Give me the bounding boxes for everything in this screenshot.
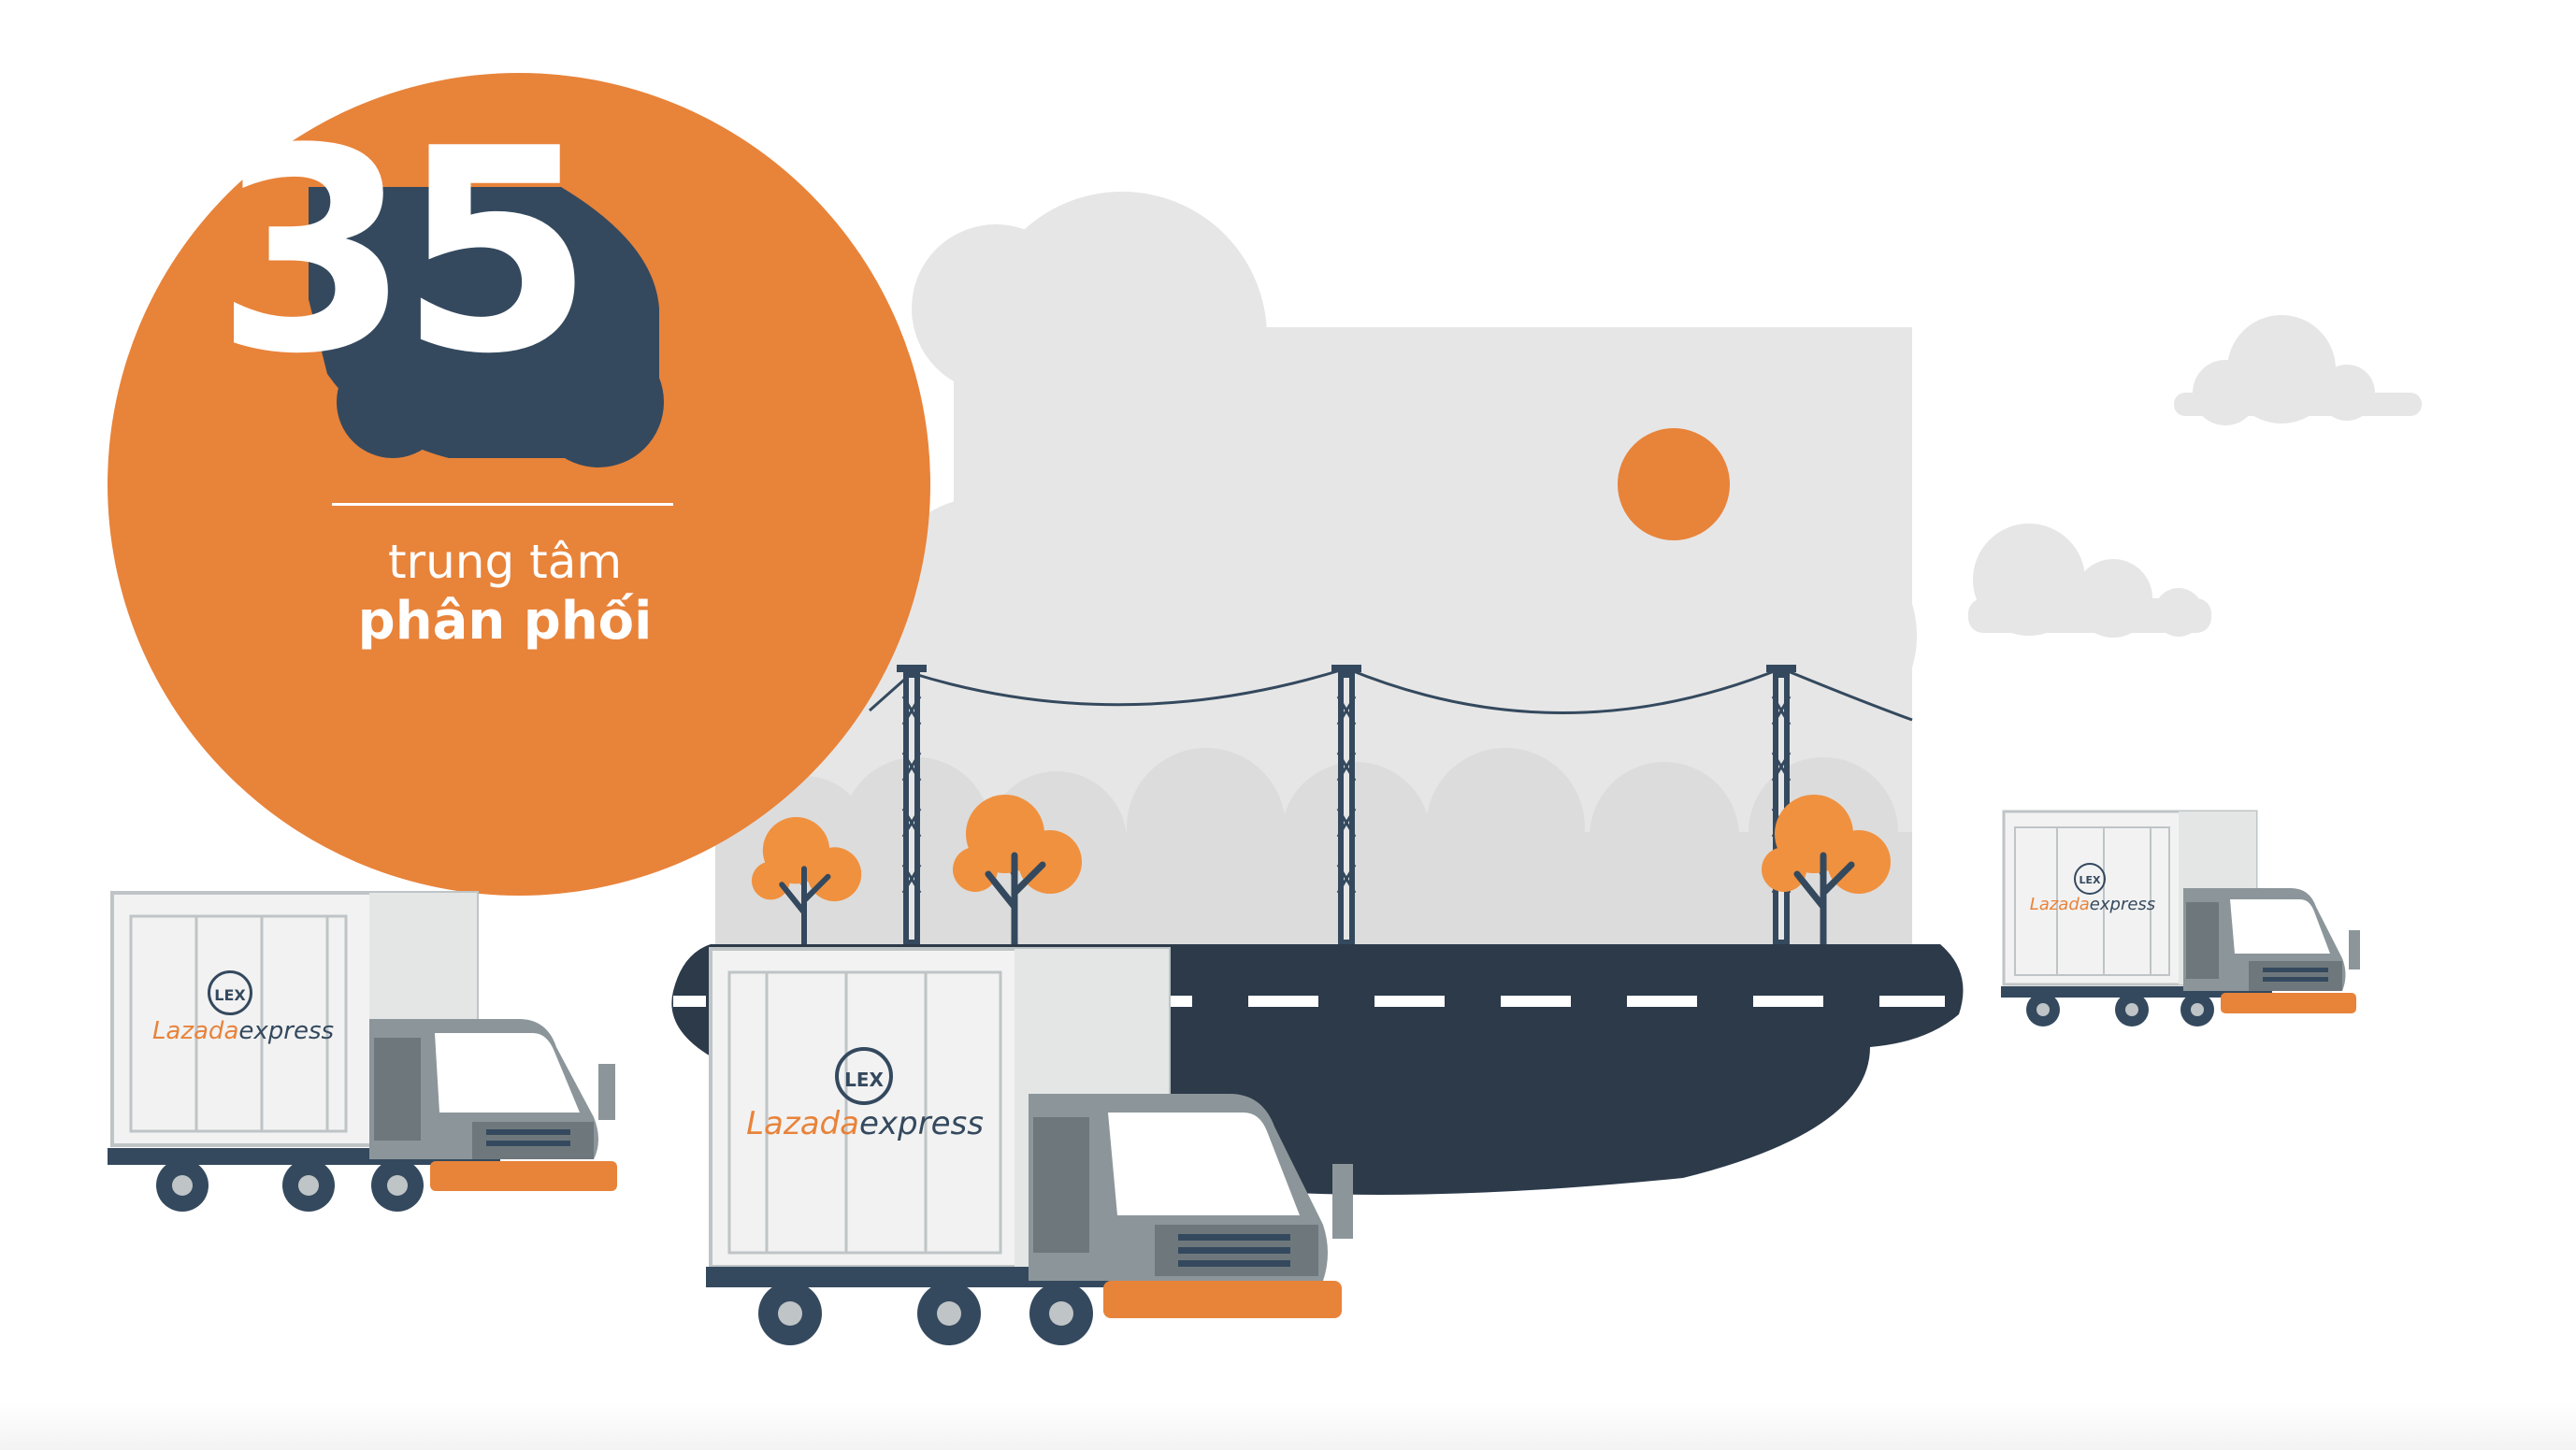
truck-right: LEX Lazadaexpress <box>2001 809 2375 1028</box>
sun <box>1618 428 1730 540</box>
truck-right-brand: Lazadaexpress <box>2018 895 2167 914</box>
cloud-small-top <box>2174 315 2422 425</box>
truck-left-brand: Lazadaexpress <box>145 1017 341 1045</box>
bottom-fade <box>0 1402 2576 1450</box>
truck-right-logo-icon: LEX <box>2074 863 2106 895</box>
power-lines <box>869 667 1913 722</box>
truck-left-brand-express: express <box>238 1017 335 1045</box>
truck-center-brand-lazada: Lazada <box>746 1105 859 1142</box>
truck-center: LEX Lazadaexpress <box>706 944 1379 1356</box>
truck-center-brand: Lazadaexpress <box>725 1105 1005 1142</box>
truck-left-logo-icon: LEX <box>208 970 252 1015</box>
truck-right-brand-express: express <box>2089 895 2156 914</box>
stat-divider <box>332 503 673 506</box>
stat-number: 35 <box>215 89 594 415</box>
truck-left-brand-lazada: Lazada <box>151 1017 239 1045</box>
cloud-small-mid <box>1968 524 2211 638</box>
truck-left: LEX Lazadaexpress <box>108 888 640 1215</box>
number-shadow <box>309 187 664 467</box>
truck-center-brand-express: express <box>858 1105 984 1142</box>
truck-right-brand-lazada: Lazada <box>2029 895 2090 914</box>
truck-center-logo-icon: LEX <box>835 1047 893 1105</box>
truck-center-body <box>706 947 1353 1345</box>
stat-label-line1: trung tâm <box>387 535 623 589</box>
truck-right-body <box>2001 810 2360 1026</box>
stat-label-line2: phân phối <box>357 591 653 652</box>
truck-left-body <box>108 891 617 1212</box>
